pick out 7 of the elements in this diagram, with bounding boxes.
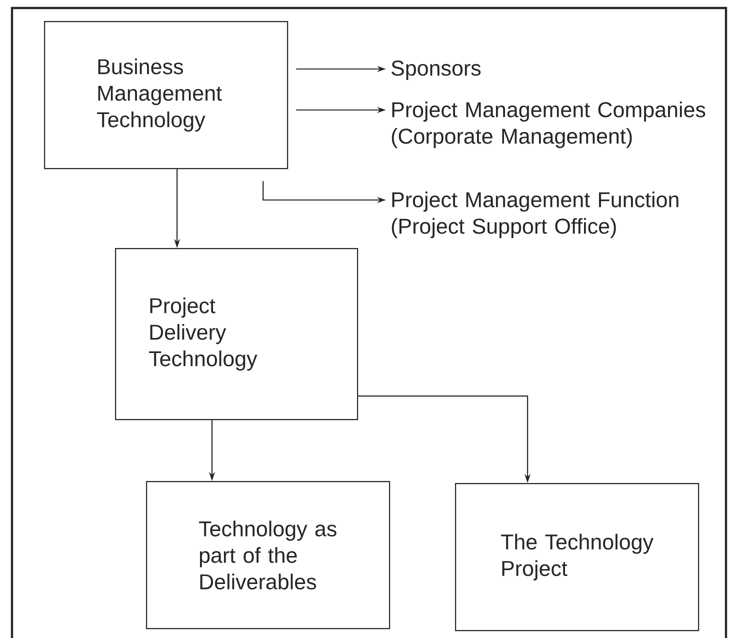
process-box: Project Delivery Technology bbox=[115, 248, 358, 420]
text-label: Project Management Companies (Corporate Management) bbox=[392, 102, 706, 148]
process-box: The Technology Project bbox=[455, 483, 700, 632]
text-label: Sponsors bbox=[392, 60, 481, 80]
process-box: Technology as part of the Deliverables bbox=[146, 481, 390, 630]
text-label: Project Management Function (Project Support Office) bbox=[392, 192, 678, 238]
process-box: Business Management Technology bbox=[44, 21, 288, 170]
